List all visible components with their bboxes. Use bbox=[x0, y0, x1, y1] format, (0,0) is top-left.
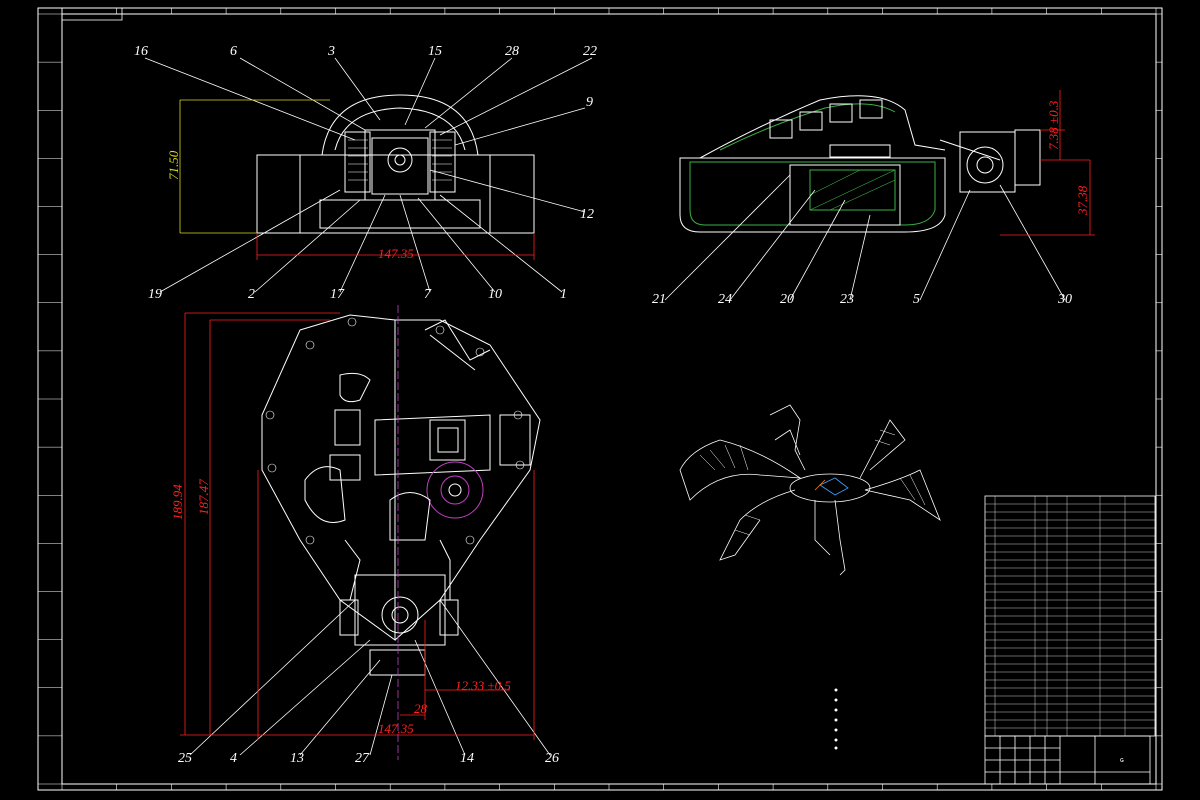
front-dims bbox=[179, 99, 535, 260]
callout-20: 20 bbox=[780, 292, 794, 307]
callout-22: 22 bbox=[583, 44, 597, 59]
callout-5: 5 bbox=[913, 292, 920, 307]
dim-plan-offset: 12.33 ±0.5 bbox=[455, 678, 511, 693]
side-dims bbox=[1000, 90, 1095, 236]
inner-frame bbox=[61, 13, 1157, 785]
dim-plan-width: 147.35 bbox=[378, 721, 414, 736]
callout-16: 16 bbox=[134, 44, 148, 59]
front-callouts: 16 6 3 15 28 22 9 12 1 10 7 17 2 19 bbox=[134, 44, 597, 302]
small-parts-column bbox=[834, 688, 838, 750]
dim-plan-small: 28 bbox=[414, 701, 428, 716]
dim-side-right: 37.38 bbox=[1075, 185, 1090, 216]
dim-front-height: 71.50 bbox=[166, 150, 181, 180]
callout-15: 15 bbox=[428, 44, 442, 59]
dim-side-top: 7.38 ±0.3 bbox=[1046, 100, 1061, 150]
callout-1: 1 bbox=[560, 287, 567, 302]
callout-17: 17 bbox=[330, 287, 345, 302]
front-view bbox=[144, 57, 593, 293]
callout-27: 27 bbox=[355, 751, 370, 766]
callout-9: 9 bbox=[586, 95, 593, 110]
callout-14: 14 bbox=[460, 751, 474, 766]
side-callouts: 21 24 20 23 5 30 bbox=[652, 292, 1072, 307]
callout-13: 13 bbox=[290, 751, 304, 766]
callout-26: 26 bbox=[545, 751, 559, 766]
callout-21: 21 bbox=[652, 292, 666, 307]
callout-7: 7 bbox=[424, 287, 432, 302]
dim-plan-inner-height: 187.47 bbox=[196, 479, 211, 515]
callout-19: 19 bbox=[148, 287, 162, 302]
callout-6: 6 bbox=[230, 44, 237, 59]
callout-28: 28 bbox=[505, 44, 519, 59]
dim-plan-outer-height: 189.94 bbox=[170, 484, 185, 520]
callout-2: 2 bbox=[248, 287, 255, 302]
parts-list-table bbox=[984, 495, 1156, 737]
callout-3: 3 bbox=[327, 44, 335, 59]
title-block bbox=[984, 735, 1151, 785]
callout-10: 10 bbox=[488, 287, 502, 302]
side-view bbox=[664, 95, 1066, 301]
callout-25: 25 bbox=[178, 751, 192, 766]
dim-front-width: 147.35 bbox=[378, 246, 414, 261]
callout-24: 24 bbox=[718, 292, 732, 307]
plan-dims bbox=[180, 312, 535, 740]
title-block-mark: ɢ bbox=[1120, 757, 1124, 764]
callout-12: 12 bbox=[580, 207, 594, 222]
isometric-robot bbox=[679, 404, 941, 576]
plan-callouts: 25 4 13 27 14 26 bbox=[178, 751, 559, 766]
callout-30: 30 bbox=[1057, 292, 1072, 307]
outer-frame bbox=[37, 7, 1163, 791]
callout-4: 4 bbox=[230, 751, 237, 766]
plan-view bbox=[189, 314, 551, 756]
callout-23: 23 bbox=[840, 292, 854, 307]
border-ticks bbox=[38, 8, 1162, 790]
